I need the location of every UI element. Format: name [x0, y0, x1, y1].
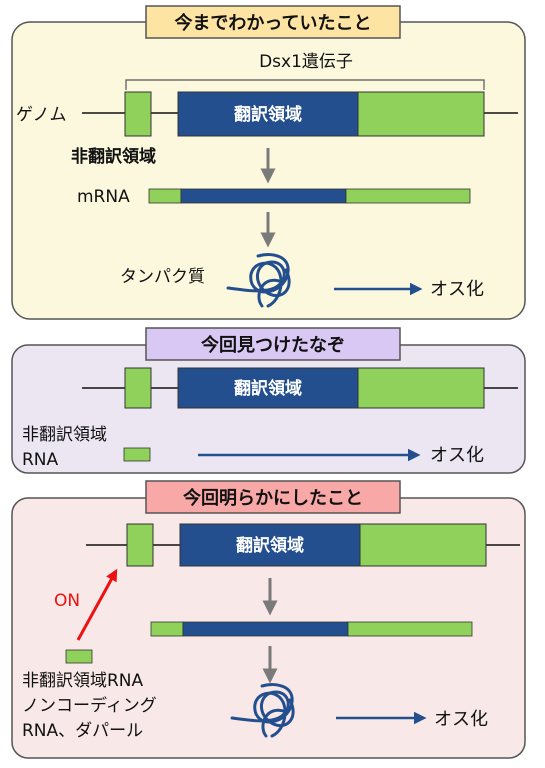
mrna-3utr — [345, 188, 471, 204]
coding-exon-2 — [177, 367, 359, 409]
panel-known-title-box — [145, 5, 401, 39]
outcome-label-3: オス化 — [434, 709, 488, 730]
gene-label: Dsx1遺伝子 — [259, 52, 353, 72]
coding-exon-label: 翻訳領域 — [234, 104, 302, 125]
green-exon-tail-3 — [359, 523, 487, 567]
noncoding-rna-fragment-3 — [65, 649, 93, 664]
panel-known: 今までわかっていたこと Dsx1遺伝子 ゲノム 翻訳領域 非翻訳領域 mRNA … — [11, 5, 526, 320]
dapalr-label-line2: ノンコーディング — [22, 695, 157, 716]
mrna-3utr-3 — [347, 621, 473, 637]
coding-exon-label-2: 翻訳領域 — [234, 378, 302, 399]
panel-mystery-title-box — [145, 327, 401, 361]
noncoding-rna-label-line1: 非翻訳領域 — [22, 425, 107, 445]
on-arrow — [76, 568, 118, 641]
mrna-5utr-3 — [150, 621, 184, 637]
noncoding-exon — [124, 91, 152, 137]
panel-mystery-title: 今回見つけたなぞ — [201, 334, 345, 356]
panel-findings-title-box — [145, 480, 401, 514]
genome-label: ゲノム — [16, 105, 67, 125]
outcome-label-2: オス化 — [430, 445, 484, 466]
green-exon-tail-2 — [357, 367, 485, 409]
dapalr-label-line1: 非翻訳領域RNA — [22, 671, 144, 691]
mrna-cds-3 — [182, 621, 349, 637]
noncoding-rna-fragment — [123, 447, 151, 462]
mrna-5utr — [148, 188, 182, 204]
panel-mystery: 今回見つけたなぞ 翻訳領域 非翻訳領域 RNA オス化 — [11, 327, 526, 474]
green-exon-tail — [357, 91, 485, 137]
mrna-label: mRNA — [77, 187, 130, 207]
panel-findings-title: 今回明らかにしたこと — [183, 487, 363, 509]
coding-exon-3 — [179, 523, 361, 567]
panel-findings: 今回明らかにしたこと 翻訳領域 ON 非翻訳領域RNA ノンコーディング RNA… — [11, 480, 526, 759]
coding-exon-label-3: 翻訳領域 — [236, 535, 304, 556]
protein-label: タンパク質 — [120, 267, 205, 287]
on-label: ON — [54, 591, 80, 611]
gene-bracket — [125, 79, 485, 90]
noncoding-rna-label-line2: RNA — [22, 450, 59, 470]
protein-scribble-icon-3 — [230, 683, 295, 738]
outcome-label: オス化 — [430, 279, 484, 300]
dapalr-label-line3: RNA、ダパール — [22, 721, 143, 741]
protein-scribble-icon — [226, 253, 291, 308]
panel-known-title: 今までわかっていたこと — [174, 12, 371, 34]
mrna-cds — [180, 188, 347, 204]
coding-exon — [177, 91, 359, 137]
noncoding-label: 非翻訳領域 — [71, 146, 156, 167]
noncoding-exon-3 — [126, 523, 154, 567]
noncoding-exon-2 — [124, 367, 152, 409]
